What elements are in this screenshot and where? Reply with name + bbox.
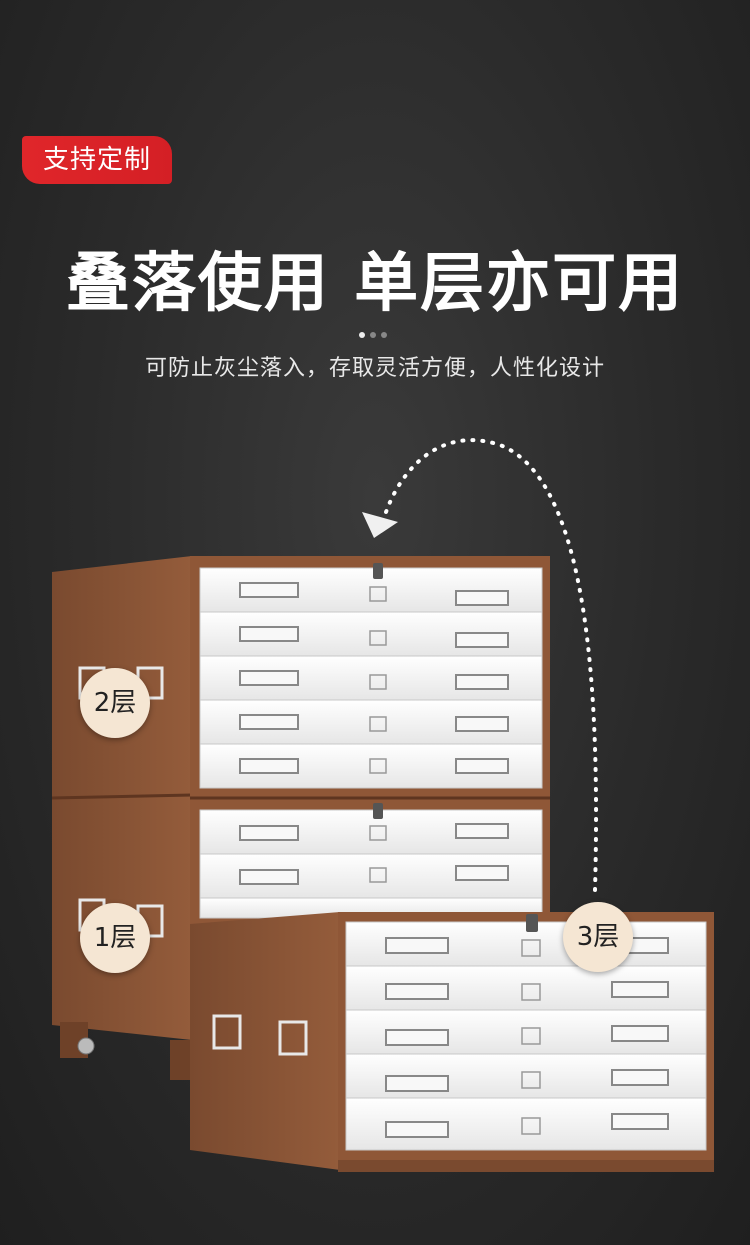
layer-label-2: 2层 <box>80 668 150 738</box>
customization-badge: 支持定制 <box>22 136 172 184</box>
carousel-dot[interactable] <box>381 332 387 338</box>
lock-icon <box>373 563 383 579</box>
layer-2-drawers <box>199 563 543 789</box>
lock-icon <box>526 914 538 932</box>
layer-1-drawers <box>199 803 543 919</box>
carousel-dots <box>359 323 392 342</box>
layer-label-3: 3层 <box>563 902 633 972</box>
lock-icon <box>373 803 383 819</box>
arrow-head-icon <box>362 512 398 538</box>
page-headline: 叠落使用 单层亦可用 <box>65 247 685 321</box>
carousel-dot[interactable] <box>370 332 376 338</box>
page-subtitle: 可防止灰尘落入，存取灵活方便，人性化设计 <box>144 356 605 381</box>
carousel-dot[interactable] <box>359 332 365 338</box>
layer-label-1: 1层 <box>80 903 150 973</box>
cabinet-layer-3 <box>190 912 714 1172</box>
